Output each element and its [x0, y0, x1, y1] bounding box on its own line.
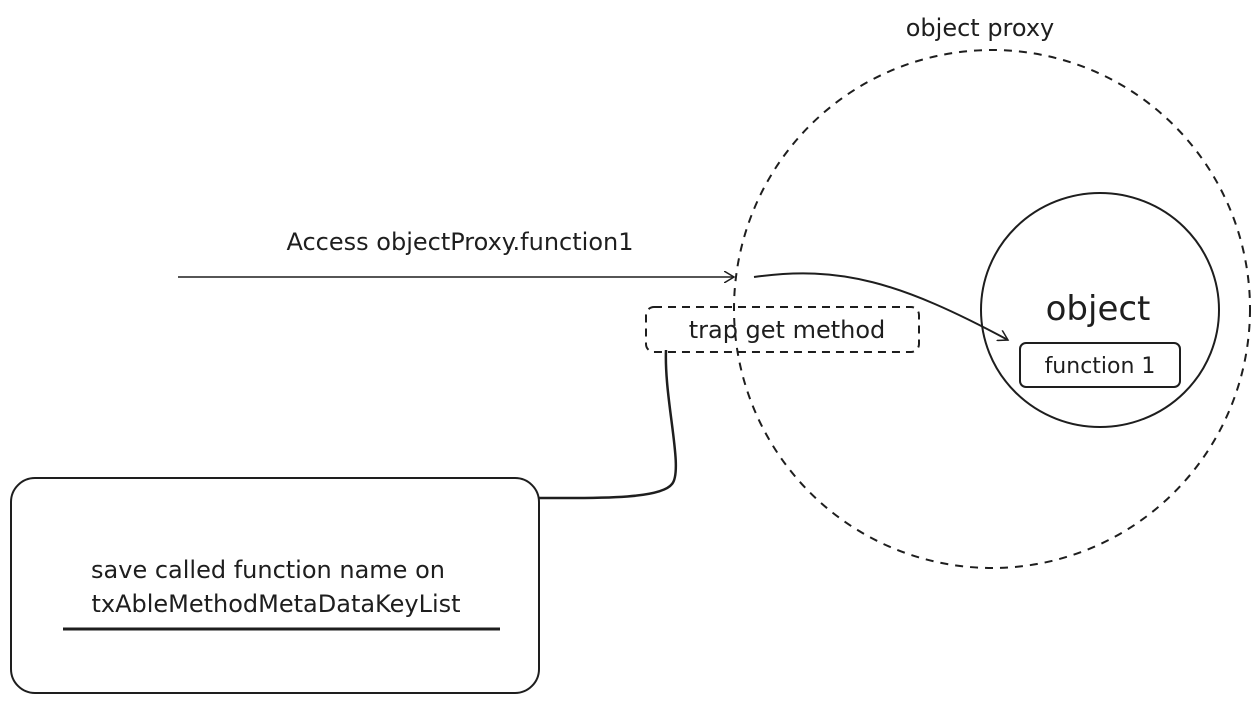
- function-label: function 1: [1045, 354, 1156, 379]
- object-proxy-circle: [733, 49, 1251, 569]
- trap-label: trap get method: [689, 316, 886, 344]
- access-label: Access objectProxy.function1: [286, 228, 633, 256]
- trap-box: [645, 306, 920, 353]
- object-label: object: [1046, 289, 1151, 329]
- forward-arrow: [753, 272, 1008, 340]
- trap-connector: [537, 349, 678, 500]
- object-proxy-label: object proxy: [906, 14, 1055, 42]
- save-label-line2: txAbleMethodMetaDataKeyList: [91, 590, 460, 618]
- save-box: [10, 477, 540, 694]
- save-label-line1: save called function name on: [91, 556, 445, 584]
- function-box: [1019, 342, 1181, 388]
- object-circle: [980, 192, 1220, 428]
